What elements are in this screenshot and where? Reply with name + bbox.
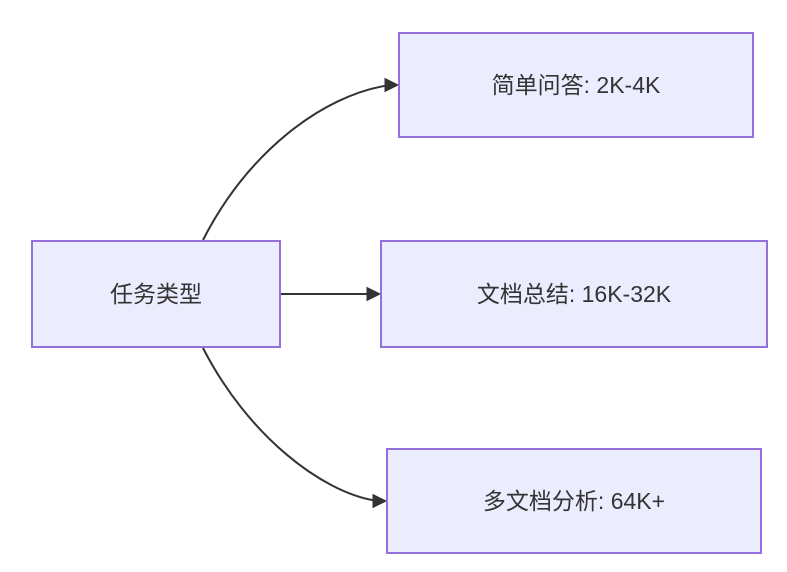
node-doc-summary: 文档总结: 16K-32K xyxy=(380,240,768,348)
node-doc-summary-label: 文档总结: 16K-32K xyxy=(476,280,672,307)
node-multi-doc-label: 多文档分析: 64K+ xyxy=(482,487,666,514)
edge-root-to-doc-summary xyxy=(281,286,382,302)
node-task-type-label: 任务类型 xyxy=(110,280,202,307)
node-task-type: 任务类型 xyxy=(31,240,281,348)
node-simple-qa: 简单问答: 2K-4K xyxy=(398,32,754,138)
edge-root-to-simple-qa xyxy=(202,77,400,241)
edge-root-to-multi-doc xyxy=(202,347,388,509)
node-simple-qa-label: 简单问答: 2K-4K xyxy=(491,71,661,98)
node-multi-doc: 多文档分析: 64K+ xyxy=(386,448,762,554)
